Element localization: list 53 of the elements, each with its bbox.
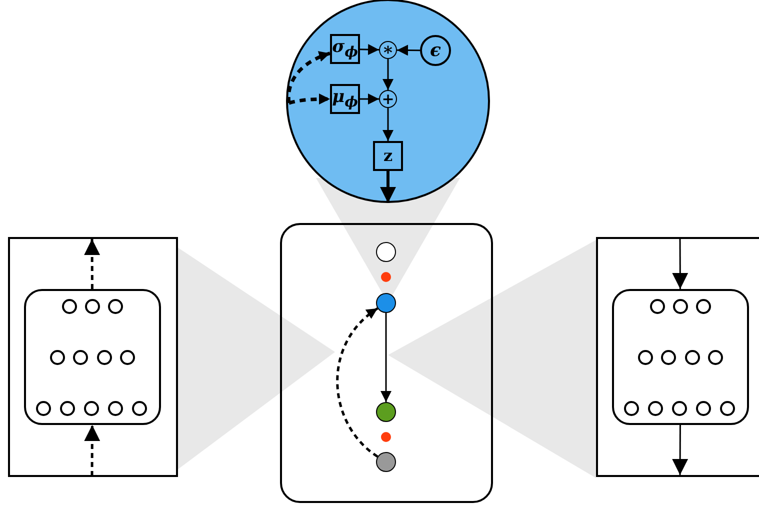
arrow <box>380 313 392 402</box>
neuron-circle <box>85 299 100 314</box>
neuron-circle <box>685 350 700 365</box>
neuron-circle <box>661 350 676 365</box>
neuron-circle <box>73 350 88 365</box>
arrow <box>672 425 688 475</box>
arrow <box>360 94 379 104</box>
encoder-node <box>376 293 396 313</box>
neuron-circle <box>696 299 711 314</box>
neuron-circle <box>132 401 147 416</box>
neuron-circle <box>673 299 688 314</box>
neuron-circle <box>638 350 653 365</box>
arrow <box>84 425 100 476</box>
dot-node <box>381 432 391 442</box>
neuron-circle <box>50 350 65 365</box>
neuron-circle <box>120 350 135 365</box>
neuron-circle <box>97 350 112 365</box>
arrow <box>397 44 420 56</box>
model-panel <box>280 223 493 503</box>
neuron-circle <box>108 299 123 314</box>
arrow <box>380 171 396 203</box>
decoder-node <box>376 402 396 422</box>
arrow <box>672 238 688 289</box>
neuron-circle <box>60 401 75 416</box>
neuron-circle <box>36 401 51 416</box>
neuron-circle <box>672 401 687 416</box>
neuron-circle <box>84 401 99 416</box>
neuron-circle <box>720 401 735 416</box>
neuron-circle <box>696 401 711 416</box>
neuron-circle <box>648 401 663 416</box>
arrow <box>382 59 394 90</box>
neuron-circle <box>624 401 639 416</box>
arrow <box>286 52 331 104</box>
arrow <box>360 44 380 56</box>
arrow <box>382 108 394 141</box>
input-node <box>376 452 396 472</box>
sum-node: + <box>379 90 397 108</box>
arrow <box>336 307 378 458</box>
layer-block <box>24 289 161 425</box>
arrow <box>288 94 330 105</box>
epsilon-node: ϵ <box>420 35 451 66</box>
layer-block <box>612 289 749 425</box>
neuron-circle <box>708 350 723 365</box>
multiply-node: ∗ <box>379 41 397 59</box>
arrow <box>84 239 100 289</box>
neuron-circle <box>108 401 123 416</box>
neuron-circle <box>650 299 665 314</box>
network-panel <box>8 237 178 477</box>
network-panel <box>596 237 759 477</box>
neuron-circle <box>62 299 77 314</box>
z-box: z <box>373 141 403 171</box>
mu-box: μ$_{ϕ}$ <box>330 84 360 114</box>
sigma-box: σ$_{ϕ}$ <box>330 34 360 64</box>
